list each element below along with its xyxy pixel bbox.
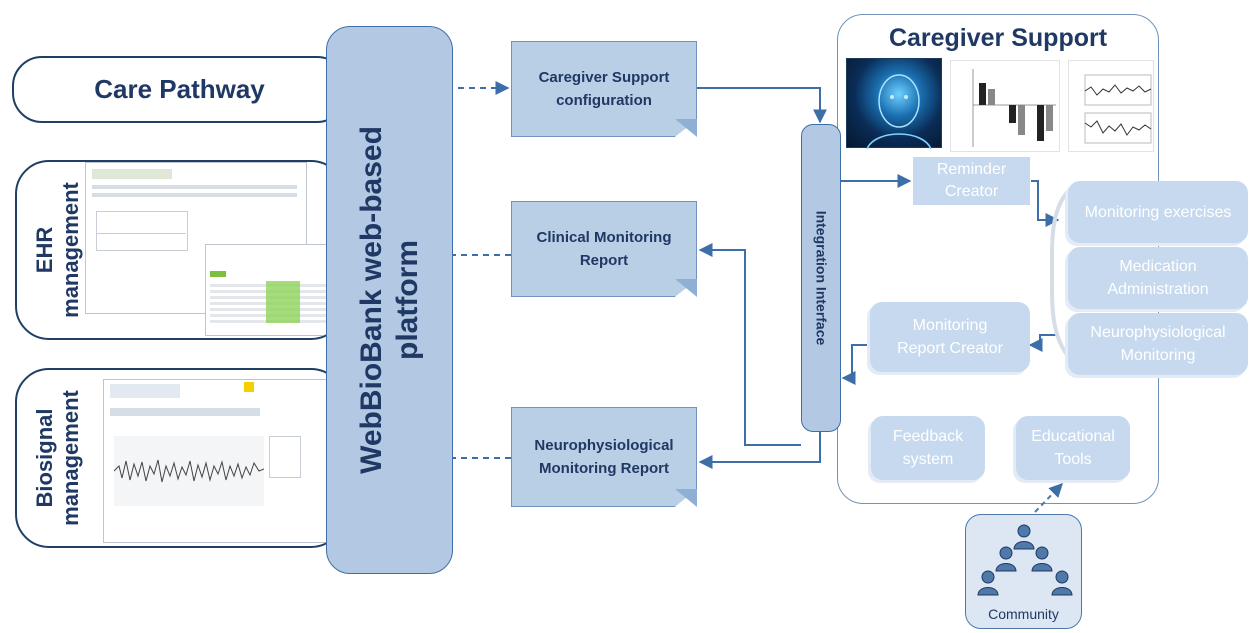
neuro-report-doc: Neurophysiological Monitoring Report bbox=[511, 407, 697, 507]
ehr-management-label: EHR management bbox=[32, 182, 83, 318]
edge-community-to-educational bbox=[1034, 482, 1063, 513]
brain-image bbox=[846, 58, 942, 149]
platform-label: WebBioBank web-based platform bbox=[354, 126, 424, 474]
community-people-icon bbox=[977, 524, 1073, 596]
monitoring-exercises-card: Monitoring exercises bbox=[1068, 181, 1248, 243]
feedback-system-label: Feedback system bbox=[892, 428, 964, 468]
ehr-management-box: EHR management bbox=[15, 160, 345, 340]
biosignal-management-box: Biosignal management bbox=[15, 368, 345, 548]
edge-reminder-to-exercises bbox=[1031, 180, 1060, 227]
clinical-report-label: Clinical Monitoring Report bbox=[536, 229, 672, 269]
line-chart-icon bbox=[1084, 74, 1152, 144]
feedback-system-box: Feedback system bbox=[871, 416, 985, 480]
line-chart-thumbnail bbox=[1068, 60, 1154, 152]
edge-config-to-integration bbox=[697, 87, 827, 124]
neurophysiological-monitoring-card: Neurophysiological Monitoring bbox=[1068, 313, 1248, 375]
educational-tools-label: Educational Tools bbox=[1031, 428, 1115, 468]
reminder-creator-label: Reminder Creator bbox=[936, 161, 1007, 200]
caregiver-config-doc: Caregiver Support configuration bbox=[511, 41, 697, 137]
neuro-report-fold bbox=[675, 489, 697, 507]
reminder-creator-box: Reminder Creator bbox=[913, 157, 1030, 205]
edge-integration-to-clinical bbox=[698, 243, 801, 446]
medication-administration-label: Medication Administration bbox=[1107, 258, 1209, 298]
edge-bracket-to-report bbox=[1028, 334, 1057, 352]
caregiver-config-label: Caregiver Support configuration bbox=[538, 69, 670, 109]
educational-tools-box: Educational Tools bbox=[1016, 416, 1130, 480]
monitoring-exercises-label: Monitoring exercises bbox=[1084, 203, 1232, 221]
edge-integration-to-neuro bbox=[698, 432, 821, 469]
biosignal-management-label: Biosignal management bbox=[32, 390, 83, 526]
bar-chart-thumbnail bbox=[950, 60, 1060, 152]
care-pathway-label: Care Pathway bbox=[94, 74, 265, 104]
caregiver-config-fold bbox=[675, 119, 697, 137]
ehr-report-screenshot bbox=[205, 244, 335, 336]
integration-interface: Integration Interface bbox=[801, 124, 841, 432]
neurophysiological-monitoring-label: Neurophysiological Monitoring bbox=[1090, 324, 1226, 364]
edge-report-to-integration bbox=[841, 344, 868, 385]
webbiobank-platform: WebBioBank web-based platform bbox=[326, 26, 453, 574]
medication-administration-card: Medication Administration bbox=[1068, 247, 1248, 309]
activities-bracket bbox=[1049, 181, 1082, 370]
integration-label: Integration Interface bbox=[813, 210, 829, 346]
monitoring-report-creator-label: Monitoring Report Creator bbox=[897, 317, 1003, 357]
head-silhouette-icon bbox=[866, 74, 932, 149]
neuro-report-label: Neurophysiological Monitoring Report bbox=[534, 437, 674, 477]
bar-chart-icon bbox=[972, 69, 1056, 147]
ehr-screenshot bbox=[85, 162, 307, 314]
care-pathway-box: Care Pathway bbox=[12, 56, 347, 123]
clinical-report-doc: Clinical Monitoring Report bbox=[511, 201, 697, 297]
community-label: Community bbox=[988, 606, 1059, 622]
caregiver-support-title: Caregiver Support bbox=[888, 24, 1108, 52]
clinical-report-fold bbox=[675, 279, 697, 297]
community-box: Community bbox=[965, 514, 1082, 629]
waveform-icon bbox=[114, 436, 264, 506]
monitoring-report-creator-box: Monitoring Report Creator bbox=[870, 302, 1030, 372]
biosignal-screenshot bbox=[103, 379, 337, 543]
